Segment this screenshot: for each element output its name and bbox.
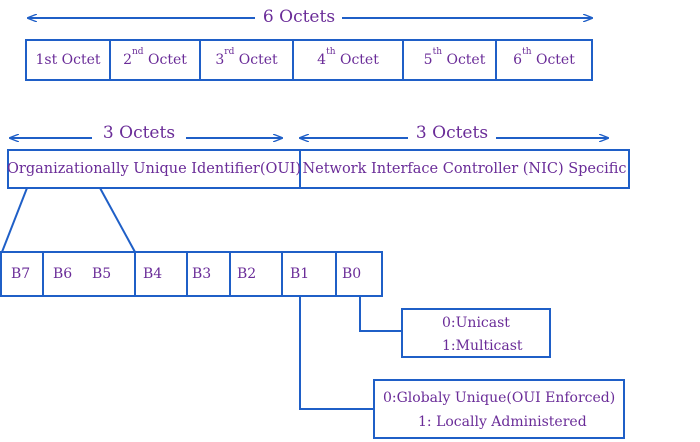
b1-connector (299, 296, 374, 410)
oui-label: Organizationally Unique Identifier(OUI) (7, 161, 301, 177)
bit-b3: B3 (192, 266, 212, 282)
admin-box-frame (373, 379, 625, 439)
octet-1-label: 1st Octet (35, 52, 101, 68)
bit-row-frame (0, 251, 383, 297)
oui-span-label: 3 Octets (102, 123, 176, 143)
expand-line-right (99, 187, 136, 253)
bit-b7: B7 (11, 266, 31, 282)
cast-box-line-2: 1:Multicast (442, 338, 523, 354)
octet-cell-2: 2nd Octet (110, 40, 200, 80)
octet-cell-5: 5th Octet (403, 40, 496, 80)
octet-6-label: 6th Octet (513, 47, 575, 68)
bit-b2: B2 (237, 266, 257, 282)
octet-5-label: 5th Octet (423, 47, 486, 68)
six-octets-label: 6 Octets (262, 7, 336, 27)
bit-b1: B1 (290, 266, 310, 282)
octet-cell-1: 1st Octet (26, 40, 110, 80)
admin-box-line-2: 1: Locally Administered (418, 414, 587, 430)
cast-box-frame (401, 308, 551, 358)
nic-label: Network Interface Controller (NIC) Speci… (302, 161, 627, 177)
octet-cell-6: 6th Octet (496, 40, 592, 80)
nic-span-label: 3 Octets (415, 123, 489, 143)
octet-3-label: 3rd Octet (215, 47, 278, 68)
octet-cell-3: 3rd Octet (200, 40, 293, 80)
bit-b5: B5 (92, 266, 112, 282)
octet-4-label: 4th Octet (317, 47, 379, 68)
b0-connector (359, 296, 402, 332)
octet-2-label: 2nd Octet (123, 47, 187, 68)
expand-line-left (1, 187, 28, 253)
admin-box-line-1: 0:Globaly Unique(OUI Enforced) (383, 390, 616, 406)
cast-box-line-1: 0:Unicast (442, 315, 510, 331)
bit-b6: B6 (53, 266, 73, 282)
bit-b4: B4 (143, 266, 163, 282)
nic-box-frame (299, 149, 630, 189)
octet-cell-4: 4th Octet (293, 40, 403, 80)
octet-row-frame (25, 39, 593, 81)
bit-b0: B0 (342, 266, 362, 282)
